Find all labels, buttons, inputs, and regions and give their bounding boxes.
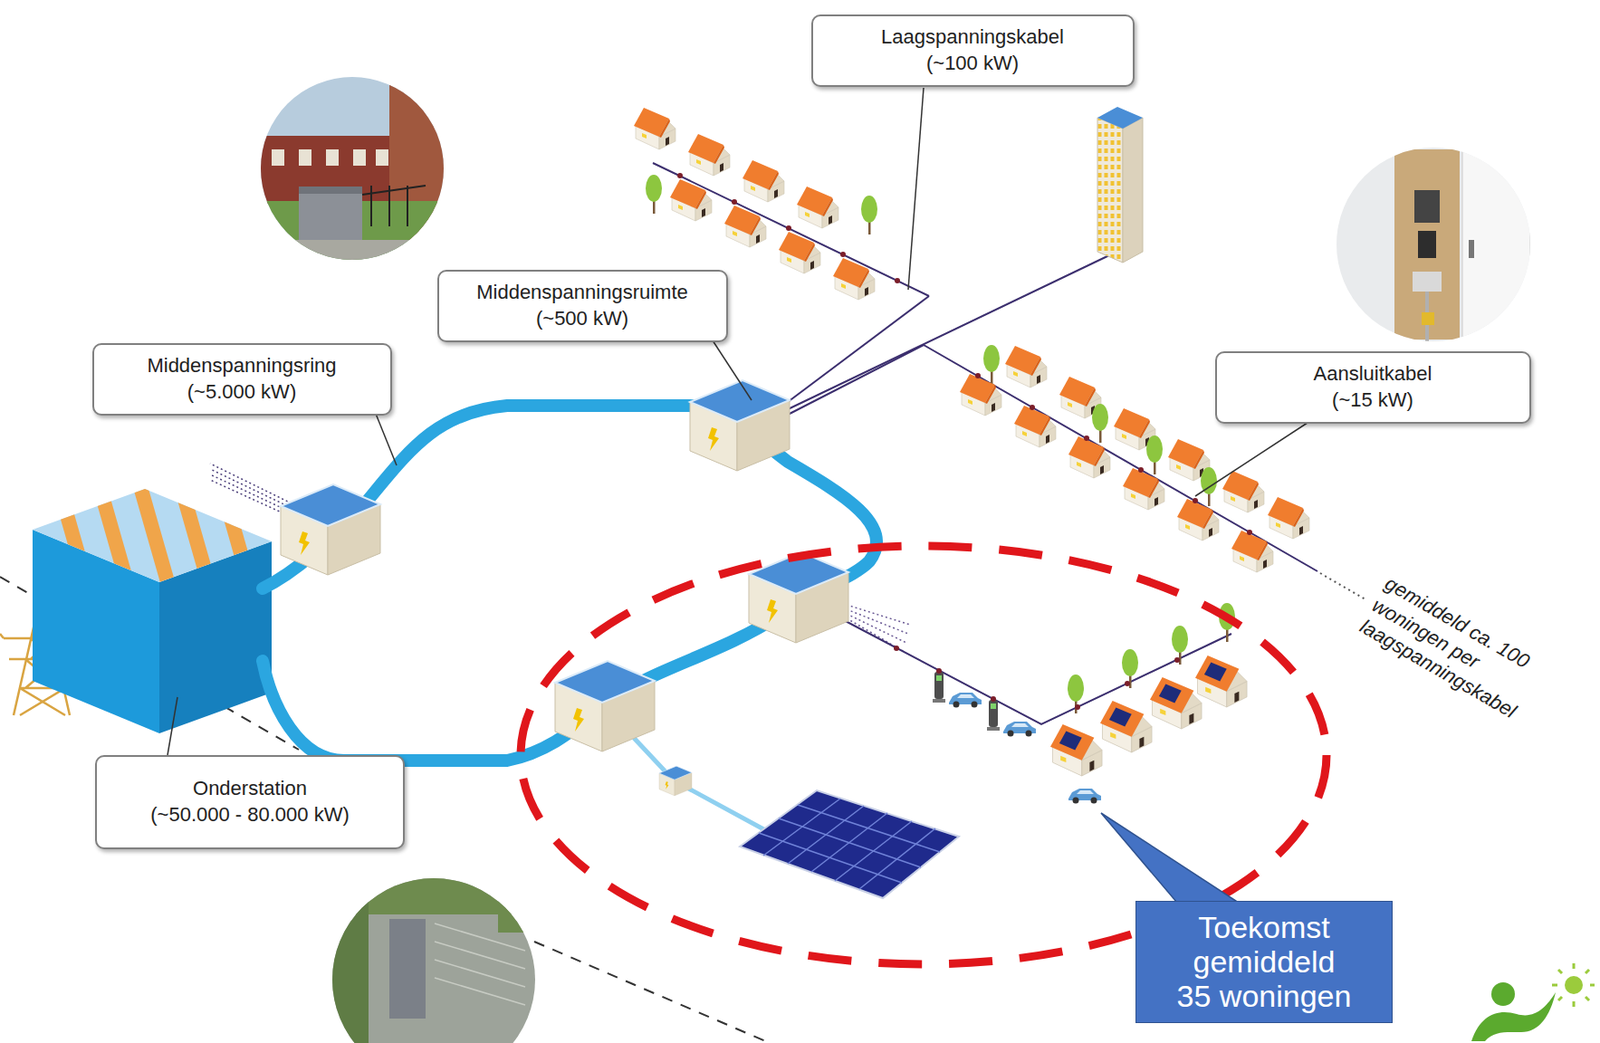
- apartment-tower: [1097, 106, 1143, 263]
- callout-value: (~500 kW): [536, 306, 629, 333]
- station-callout: Middenspanningsruimte(~500 kW): [437, 269, 729, 343]
- future-callout: Toekomst gemiddeld 35 woningen: [1135, 900, 1393, 1024]
- tree-icon: [1092, 403, 1109, 443]
- cable-callout: Laagspanningskabel(~100 kW): [811, 14, 1135, 87]
- callout-title: Laagspanningskabel: [881, 24, 1064, 51]
- callout-value: (~100 kW): [926, 50, 1019, 77]
- photo-substation-aerial: [332, 878, 536, 1043]
- secondary-station: [689, 380, 790, 471]
- photo-meter-cupboard: [1336, 147, 1531, 342]
- house-icon: [959, 373, 1002, 416]
- solar-house-icon: [1050, 724, 1102, 777]
- solar-field: [739, 790, 959, 899]
- future-cluster: [842, 603, 1247, 805]
- callout-title: Onderstation: [192, 776, 307, 803]
- callout-value: (~5.000 kW): [187, 379, 297, 406]
- leader-line: [167, 87, 1313, 756]
- house-icon: [724, 205, 767, 248]
- outgoing-cable: [210, 463, 292, 518]
- logo: [1471, 963, 1595, 1042]
- secondary-station: [555, 661, 655, 752]
- photo-residential: [260, 76, 446, 262]
- substation-callout: Onderstation(~50.000 - 80.000 kW): [95, 755, 405, 850]
- solar-house-icon: [1100, 700, 1152, 753]
- house-icon: [796, 186, 839, 229]
- secondary-station: [280, 484, 381, 575]
- connection-callout: Aansluitkabel(~15 kW): [1215, 351, 1532, 424]
- house-icon: [1068, 436, 1111, 479]
- rotated-note: gemiddeld ca. 100 woningen per laagspann…: [1355, 570, 1566, 735]
- junction-dot: [893, 645, 1180, 710]
- callout-value: (~50.000 - 80.000 kW): [150, 802, 350, 829]
- charger-icon: [986, 699, 1000, 731]
- tree-icon: [1171, 625, 1189, 665]
- house-icon: [1231, 530, 1274, 573]
- junction-dot: [677, 172, 901, 284]
- callout-title: Middenspanningsring: [146, 353, 336, 380]
- solar-house-icon: [1195, 655, 1247, 708]
- house-icon: [1222, 470, 1265, 513]
- junction-dot: [975, 373, 1253, 536]
- house-icon: [1267, 497, 1310, 539]
- tree-icon: [1121, 649, 1139, 689]
- solar-house-icon: [1149, 677, 1202, 729]
- house-icon: [778, 231, 821, 274]
- solar-station: [659, 766, 692, 796]
- tree-icon: [1146, 435, 1163, 475]
- solar-feed-cable: [633, 737, 779, 838]
- house-icon: [688, 134, 730, 176]
- tree-icon: [645, 174, 662, 214]
- house-icon: [1005, 345, 1047, 388]
- house-icon: [1177, 498, 1219, 541]
- car-icon: [1003, 721, 1036, 738]
- tree-icon: [861, 195, 878, 235]
- ring-callout: Middenspanningsring(~5.000 kW): [92, 343, 393, 416]
- house-icon: [1122, 468, 1165, 510]
- secondary-station: [748, 552, 849, 643]
- house-icon: [833, 258, 875, 300]
- boundary-line: [534, 941, 770, 1043]
- substation-building: [32, 470, 272, 734]
- car-icon: [1068, 788, 1102, 805]
- charger-icon: [932, 671, 946, 703]
- house-icon: [1014, 405, 1056, 448]
- house-icon: [670, 179, 712, 221]
- callout-pointer: [1101, 813, 1239, 903]
- outgoing-cable: [846, 604, 911, 652]
- tree-icon: [983, 344, 1000, 384]
- callout-value: (~15 kW): [1331, 387, 1414, 414]
- house-icon: [633, 107, 676, 150]
- callout-title: Middenspanningsruimte: [476, 279, 689, 307]
- house-icon: [742, 160, 785, 202]
- dotted-continuation: [1320, 573, 1366, 600]
- tree-icon: [1067, 674, 1084, 714]
- callout-title: Toekomst gemiddeld 35 woningen: [1174, 910, 1354, 1014]
- car-icon: [948, 692, 982, 709]
- medium-voltage-ring: [262, 405, 877, 761]
- callout-title: Aansluitkabel: [1313, 361, 1433, 388]
- roof-stripes: [54, 470, 254, 598]
